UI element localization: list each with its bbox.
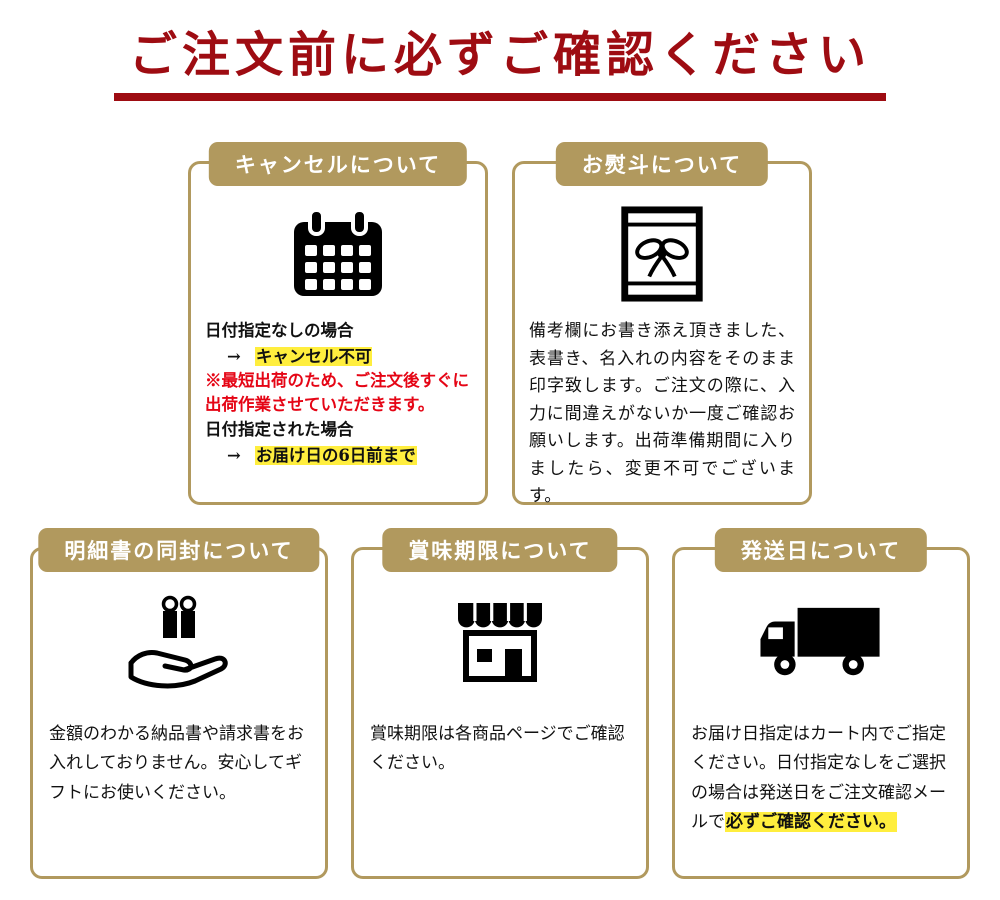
card-expiration-title: 賞味期限について <box>382 528 618 573</box>
expiration-description: 賞味期限は各商品ページでご確認ください。 <box>370 724 625 774</box>
cancel-case1-result-line: → キャンセル不可 <box>205 344 471 370</box>
card-shipping-body: お届け日指定はカート内でご指定ください。日付指定なしをご選択の場合は発送日をご注… <box>675 720 967 837</box>
cancel-case1-title: 日付指定なしの場合 <box>205 321 354 341</box>
noshi-description: 備考欄にお書き添え頂きました、表書き、名入れの内容をそのまま印字致します。ご注文… <box>529 321 795 507</box>
card-shipping: 発送日について お届け日指定はカート内でご指定ください。日付指定なしをご選択の場… <box>672 528 970 880</box>
statement-description: 金額のわかる納品書や請求書をお入れしておりません。安心してギフトにお使いください… <box>49 724 304 803</box>
cancel-case2-title: 日付指定された場合 <box>205 420 354 440</box>
shipping-description-plain: お届け日指定はカート内でご指定ください。日付指定なしをご選択の場合は発送日をご注… <box>691 724 946 832</box>
card-statement-body: 金額のわかる納品書や請求書をお入れしておりません。安心してギフトにお使いください… <box>33 720 325 808</box>
card-shipping-title: 発送日について <box>714 528 928 573</box>
cancel-case1-result: キャンセル不可 <box>254 346 373 366</box>
card-noshi: お熨斗について 備考欄にお書き添え頂きました、表書き、名入れの内容をそのまま印字… <box>512 142 812 506</box>
card-noshi-body: 備考欄にお書き添え頂きました、表書き、名入れの内容をそのまま印字致します。ご注文… <box>515 318 809 511</box>
card-cancellation-title: キャンセルについて <box>208 142 468 187</box>
title-section: ご注文前に必ずご確認ください <box>0 0 1000 102</box>
page-title: ご注文前に必ずご確認ください <box>128 27 871 83</box>
title-underline <box>114 93 886 102</box>
card-noshi-title: お熨斗について <box>555 142 769 187</box>
card-statement-title: 明細書の同封について <box>38 528 320 573</box>
top-row: キャンセルについて 日付指定なしの場合 → キャンセル不可 <box>0 142 1000 506</box>
cancel-case2-result: お届け日の6日前まで <box>254 445 417 465</box>
arrow-icon: → <box>227 346 241 366</box>
hand-gift-icon <box>33 586 325 700</box>
calendar-icon <box>191 202 485 306</box>
card-statement: 明細書の同封について 金額のわかる納品書や請求書をお入れしておりません。安心して… <box>30 528 328 880</box>
card-expiration-body: 賞味期限は各商品ページでご確認ください。 <box>354 720 646 778</box>
cancel-case2-result-line: → お届け日の6日前まで <box>205 443 471 469</box>
cancel-warning-note: ※最短出荷のため、ご注文後すぐに出荷作業させていただきます。 <box>205 371 469 415</box>
bottom-row: 明細書の同封について 金額のわかる納品書や請求書をお入れしておりません。安心して… <box>0 528 1000 880</box>
truck-icon <box>675 586 967 700</box>
arrow-icon: → <box>227 445 241 465</box>
noshi-gift-icon <box>515 202 809 306</box>
card-cancellation-body: 日付指定なしの場合 → キャンセル不可 ※最短出荷のため、ご注文後すぐに出荷作業さ… <box>191 318 485 468</box>
shipping-description: お届け日指定はカート内でご指定ください。日付指定なしをご選択の場合は発送日をご注… <box>691 720 951 837</box>
card-cancellation: キャンセルについて 日付指定なしの場合 → キャンセル不可 <box>188 142 488 506</box>
shipping-description-highlight: 必ずご確認ください。 <box>725 811 897 832</box>
card-expiration: 賞味期限について 賞味期限は各商品ページでご確認ください。 <box>351 528 649 880</box>
storefront-icon <box>354 586 646 700</box>
